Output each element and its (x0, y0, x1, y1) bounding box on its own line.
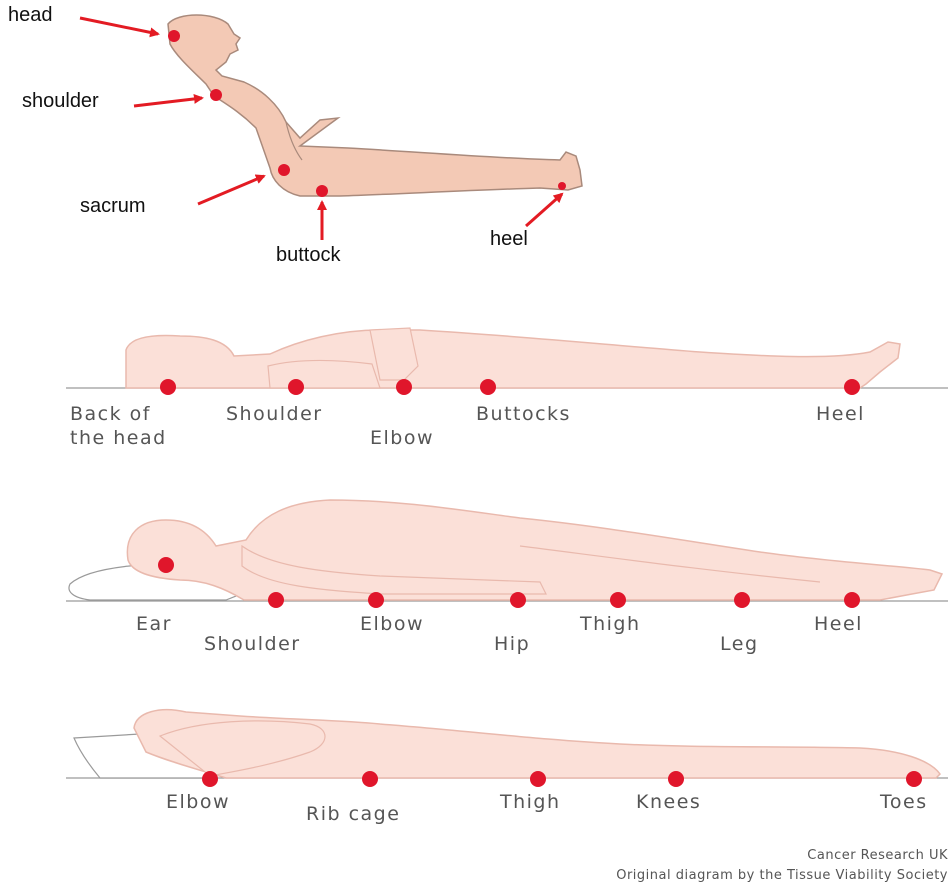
dot-side-thigh (610, 592, 626, 608)
dot-side-leg (734, 592, 750, 608)
lying-on-front-figure (66, 710, 948, 778)
lying-on-back-figure (66, 328, 948, 388)
dot-back-buttocks (480, 379, 496, 395)
dot-back-heel (844, 379, 860, 395)
label-head: head (8, 4, 53, 27)
dot-sacrum (278, 164, 290, 176)
label-back-buttocks: Buttocks (476, 402, 571, 426)
credit-original: Original diagram by the Tissue Viability… (616, 868, 948, 883)
label-side-thigh: Thigh (580, 612, 641, 636)
dot-side-ear (158, 557, 174, 573)
label-side-ear: Ear (136, 612, 172, 636)
label-front-elbow: Elbow (166, 790, 230, 814)
dot-side-elbow (368, 592, 384, 608)
dot-head (168, 30, 180, 42)
dot-back-elbow (396, 379, 412, 395)
arrow-sacrum (198, 176, 264, 204)
sitting-body-silhouette (168, 15, 582, 196)
lying-on-side-figure (66, 500, 948, 601)
dot-front-toes (906, 771, 922, 787)
arrow-heel (526, 194, 562, 226)
dot-front-knees (668, 771, 684, 787)
label-buttock: buttock (276, 244, 340, 267)
label-side-elbow: Elbow (360, 612, 424, 636)
arrow-head (80, 18, 158, 34)
label-heel: heel (490, 228, 528, 251)
label-back-heel: Heel (816, 402, 865, 426)
dot-front-rib-cage (362, 771, 378, 787)
dot-heel (558, 182, 566, 190)
dot-side-hip (510, 592, 526, 608)
label-side-heel: Heel (814, 612, 863, 636)
dot-front-elbow (202, 771, 218, 787)
dot-front-thigh (530, 771, 546, 787)
back-body-silhouette (126, 330, 900, 388)
label-side-leg: Leg (720, 632, 759, 656)
dot-side-heel (844, 592, 860, 608)
label-front-rib-cage: Rib cage (306, 802, 400, 826)
dot-back-shoulder (288, 379, 304, 395)
dot-back-of-head (160, 379, 176, 395)
sitting-figure (168, 15, 582, 196)
arrow-shoulder (134, 98, 202, 106)
label-back-of-head: Back of the head (70, 402, 167, 450)
label-side-hip: Hip (494, 632, 530, 656)
dot-side-shoulder (268, 592, 284, 608)
label-side-shoulder: Shoulder (204, 632, 301, 656)
label-shoulder: shoulder (22, 90, 99, 113)
back-arm (268, 361, 380, 389)
label-front-thigh: Thigh (500, 790, 561, 814)
credit-source: Cancer Research UK (807, 848, 948, 863)
dot-buttock (316, 185, 328, 197)
label-sacrum: sacrum (80, 195, 146, 218)
label-back-shoulder: Shoulder (226, 402, 323, 426)
dot-shoulder (210, 89, 222, 101)
label-front-knees: Knees (636, 790, 701, 814)
label-front-toes: Toes (880, 790, 928, 814)
label-back-elbow: Elbow (370, 426, 434, 450)
